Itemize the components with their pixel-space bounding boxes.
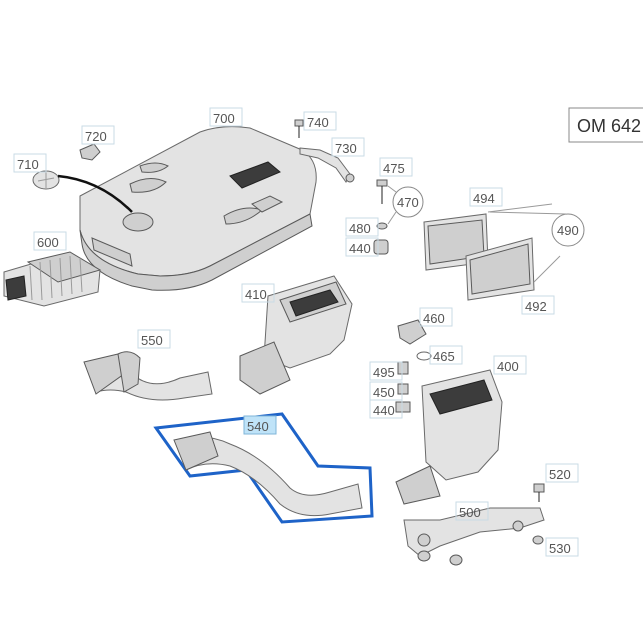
callout-495: 495 [369,361,403,381]
svg-text:460: 460 [423,311,445,326]
intake-duct-600[interactable] [3,251,102,307]
bracket-730[interactable] [299,147,355,183]
grommet-440-top[interactable] [373,239,389,255]
callout-710: 710 [13,153,47,173]
callout-460: 460 [419,307,453,327]
bolt-475[interactable] [376,179,388,204]
air-duct-550[interactable] [83,351,213,401]
nut-530[interactable] [532,535,544,545]
fastener-stack[interactable] [395,361,411,413]
callout-circle-490 [551,213,585,247]
svg-text:530: 530 [549,541,571,556]
svg-text:730: 730 [335,141,357,156]
sensor-460[interactable] [397,319,427,345]
filter-housing-400[interactable] [395,369,503,505]
engine-cover-700[interactable] [79,126,317,291]
svg-text:700: 700 [213,111,235,126]
svg-text:410: 410 [245,287,267,302]
cap-720[interactable] [79,143,101,161]
svg-text:450: 450 [373,385,395,400]
callout-492: 492 [521,295,555,315]
svg-text:720: 720 [85,129,107,144]
svg-text:740: 740 [307,115,329,130]
callout-440-bottom: 440 [369,399,403,419]
svg-text:492: 492 [525,299,547,314]
callout-540: 540 [243,415,277,435]
callout-530: 530 [545,537,579,557]
svg-text:490: 490 [557,223,579,238]
seal-465[interactable] [416,351,432,361]
callout-520: 520 [545,463,579,483]
callout-720: 720 [81,125,115,145]
callout-490: 490 [557,223,579,238]
callout-450: 450 [369,381,403,401]
callout-440-top: 440 [345,237,379,257]
svg-text:470: 470 [397,195,419,210]
callout-730: 730 [331,137,365,157]
svg-text:400: 400 [497,359,519,374]
engine-label: OM 642 [568,107,643,143]
emblem-710[interactable] [32,170,60,190]
callout-400: 400 [493,355,527,375]
svg-text:440: 440 [349,241,371,256]
svg-text:540: 540 [247,419,269,434]
washer-480[interactable] [376,222,388,230]
svg-text:494: 494 [473,191,495,206]
highlight-outline [153,412,374,524]
filter-housing-410[interactable] [239,275,353,395]
svg-text:440: 440 [373,403,395,418]
callout-475: 475 [379,157,413,177]
svg-text:495: 495 [373,365,395,380]
svg-text:550: 550 [141,333,163,348]
bolt-520[interactable] [533,483,545,502]
svg-text:500: 500 [459,505,481,520]
callout-410: 410 [241,283,275,303]
filter-element-492[interactable] [465,237,535,301]
callout-470: 470 [397,195,419,210]
callout-480: 480 [345,217,379,237]
callout-494: 494 [469,187,503,207]
air-duct-540-highlight[interactable] [153,412,374,524]
callout-465: 465 [429,345,463,365]
callout-550: 550 [137,329,171,349]
svg-text:710: 710 [17,157,39,172]
svg-text:475: 475 [383,161,405,176]
bolt-740[interactable] [294,119,304,138]
callout-circle-470 [392,186,424,218]
callout-700: 700 [209,107,243,127]
callout-600: 600 [33,231,67,251]
svg-text:600: 600 [37,235,59,250]
svg-text:480: 480 [349,221,371,236]
callout-740: 740 [303,111,337,131]
svg-text:520: 520 [549,467,571,482]
svg-text:465: 465 [433,349,455,364]
mount-small[interactable] [417,550,463,566]
pointer-arrow [57,174,133,213]
callout-500: 500 [455,501,489,521]
bracket-500[interactable] [403,507,545,557]
svg-text:OM 642: OM 642 [577,116,641,136]
